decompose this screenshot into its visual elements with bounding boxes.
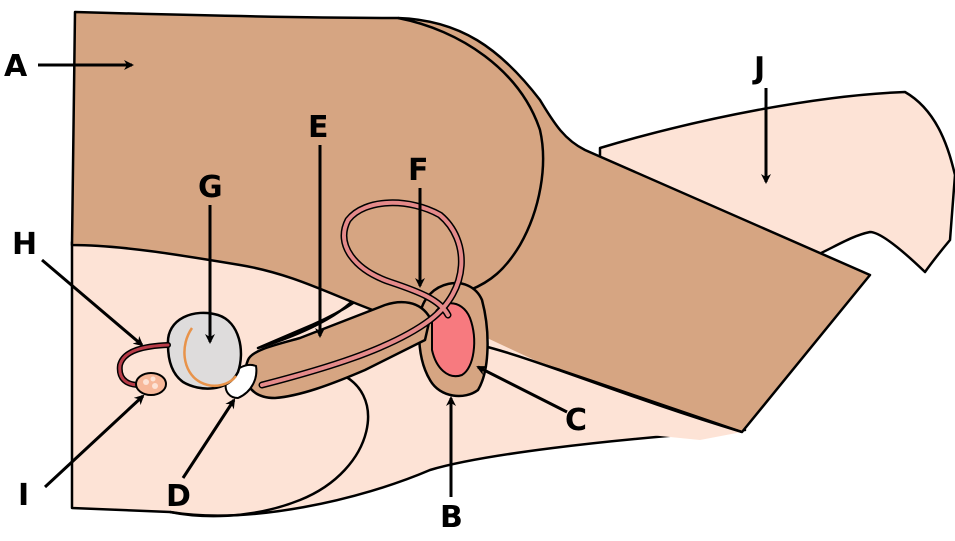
- label-j: J: [752, 51, 765, 86]
- label-e: E: [308, 110, 329, 145]
- ovary-i: [136, 373, 166, 395]
- label-f: F: [408, 153, 429, 188]
- ovary-i-dot: [143, 379, 149, 385]
- gland-g: [168, 313, 241, 389]
- label-a: A: [4, 49, 28, 84]
- ovary-i-dot: [152, 383, 158, 389]
- label-b: B: [440, 500, 463, 535]
- ovary-i-dot: [151, 377, 156, 382]
- label-c: C: [565, 403, 587, 438]
- label-i: I: [18, 478, 29, 513]
- label-h: H: [12, 227, 37, 262]
- label-g: G: [198, 170, 223, 205]
- label-d: D: [166, 479, 191, 514]
